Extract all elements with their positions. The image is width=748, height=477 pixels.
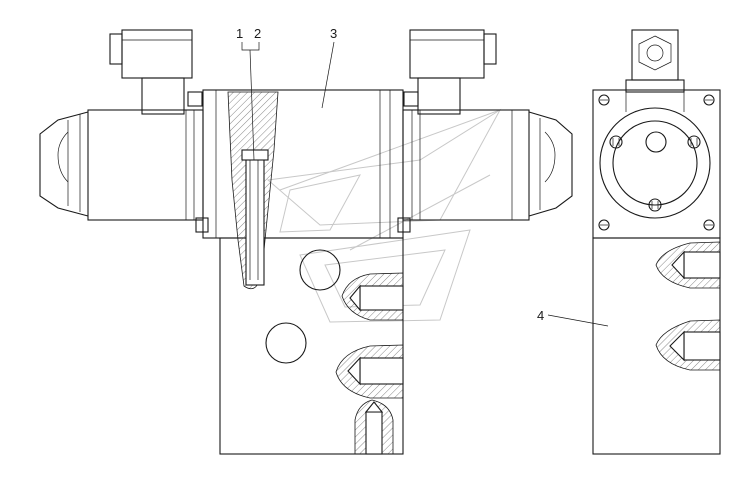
callout-4: 4 [537, 308, 544, 323]
port-circle-lower [265, 322, 307, 364]
left-plug-cap [109, 33, 123, 65]
callout-1: 1 [236, 26, 243, 41]
flange-bore [645, 131, 667, 153]
right-coil-cap [528, 111, 573, 217]
right-plug-neck [417, 77, 461, 115]
callout-2: 2 [254, 26, 261, 41]
left-coil-cap [39, 111, 89, 217]
right-plug-screw [403, 91, 419, 107]
left-solenoid [39, 29, 209, 233]
flange-outer [599, 107, 711, 219]
callout-3: 3 [330, 26, 337, 41]
side-upper-block [592, 89, 721, 239]
callouts: 1 2 3 4 [236, 26, 609, 327]
right-plug-body [409, 29, 485, 79]
side-view [592, 29, 721, 455]
left-plug-neck [141, 77, 185, 115]
left-plug-screw [187, 91, 203, 107]
guide-pin [245, 154, 265, 286]
port-circle-upper [299, 249, 341, 291]
right-solenoid [397, 29, 573, 233]
right-plug-cap [483, 33, 497, 65]
right-coil-body [402, 109, 530, 221]
flange-inner [612, 120, 698, 206]
left-plug-body [121, 29, 193, 79]
center-valve-body [202, 89, 404, 455]
